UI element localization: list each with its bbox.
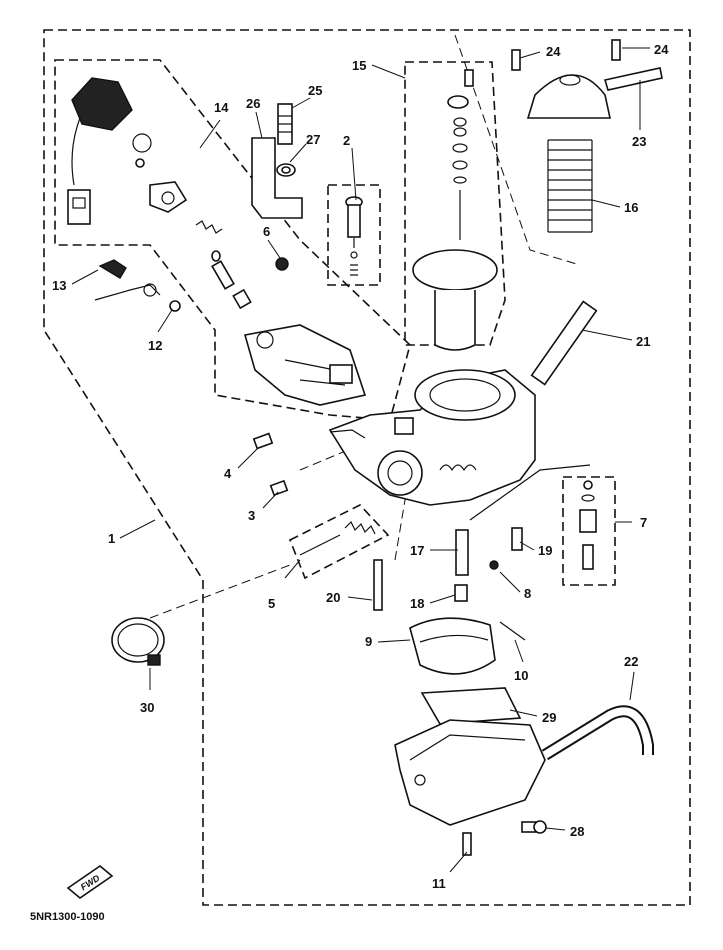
callout-16: 16 bbox=[624, 200, 638, 215]
callout-22: 22 bbox=[624, 654, 638, 669]
tube-21-icon bbox=[530, 300, 598, 386]
callout-26: 26 bbox=[246, 96, 260, 111]
callout-23: 23 bbox=[632, 134, 646, 149]
carburetor-body-icon bbox=[328, 369, 591, 521]
callout-8: 8 bbox=[524, 586, 531, 601]
float-icon bbox=[409, 617, 526, 675]
bracket-icon bbox=[251, 103, 303, 219]
callout-14: 14 bbox=[214, 100, 229, 115]
callout-11: 11 bbox=[432, 876, 446, 891]
pin-parts-icon bbox=[373, 529, 469, 611]
throttle-sensor-icon bbox=[67, 77, 188, 225]
callout-3: 3 bbox=[248, 508, 255, 523]
needle-diaphragm-icon bbox=[412, 69, 498, 351]
throttle-plate-icon bbox=[243, 324, 367, 406]
callout-19: 19 bbox=[538, 543, 552, 558]
callout-labels: 1 2 3 4 5 6 7 8 9 10 11 12 13 14 15 16 1… bbox=[52, 42, 669, 891]
idle-screw-spring-icon bbox=[299, 520, 376, 556]
callout-27: 27 bbox=[306, 132, 320, 147]
screw-6-icon bbox=[275, 257, 289, 271]
callout-13: 13 bbox=[52, 278, 66, 293]
callout-15: 15 bbox=[352, 58, 366, 73]
pilot-screw-set-icon bbox=[345, 196, 363, 276]
callout-18: 18 bbox=[410, 596, 424, 611]
callout-12: 12 bbox=[148, 338, 162, 353]
screws-icon bbox=[252, 432, 523, 570]
callout-20: 20 bbox=[326, 590, 340, 605]
drawing-code: 5NR1300-1090 bbox=[30, 911, 105, 923]
group-7-boundary bbox=[562, 476, 616, 586]
callout-24a: 24 bbox=[546, 44, 561, 59]
choke-lever-icon bbox=[94, 259, 181, 312]
outer-assembly-boundary bbox=[43, 29, 691, 906]
callout-7: 7 bbox=[640, 515, 647, 530]
forward-marker-icon: FWD bbox=[66, 864, 114, 900]
group-5-boundary bbox=[288, 504, 390, 580]
callout-2: 2 bbox=[343, 133, 350, 148]
callout-9: 9 bbox=[365, 634, 372, 649]
hose-22-icon bbox=[541, 705, 654, 761]
group-15-boundary bbox=[404, 61, 506, 346]
callout-24b: 24 bbox=[654, 42, 669, 57]
screw-28-icon bbox=[521, 820, 547, 834]
spring-pin-stack-icon bbox=[195, 220, 252, 310]
callout-6: 6 bbox=[263, 224, 270, 239]
vacuum-spring-icon bbox=[511, 39, 663, 233]
callout-28: 28 bbox=[570, 824, 584, 839]
callout-5: 5 bbox=[268, 596, 275, 611]
callout-30: 30 bbox=[140, 700, 154, 715]
group-2-boundary bbox=[327, 184, 381, 286]
callout-10: 10 bbox=[514, 668, 528, 683]
callout-1: 1 bbox=[108, 531, 115, 546]
hose-clamp-icon bbox=[111, 617, 165, 666]
callout-21: 21 bbox=[636, 334, 650, 349]
callout-25: 25 bbox=[308, 83, 322, 98]
callout-29: 29 bbox=[542, 710, 556, 725]
leader-lines bbox=[71, 47, 650, 873]
main-jet-set-icon bbox=[579, 480, 597, 570]
float-bowl-icon bbox=[394, 687, 546, 856]
callout-4: 4 bbox=[224, 466, 232, 481]
callout-17: 17 bbox=[410, 543, 424, 558]
